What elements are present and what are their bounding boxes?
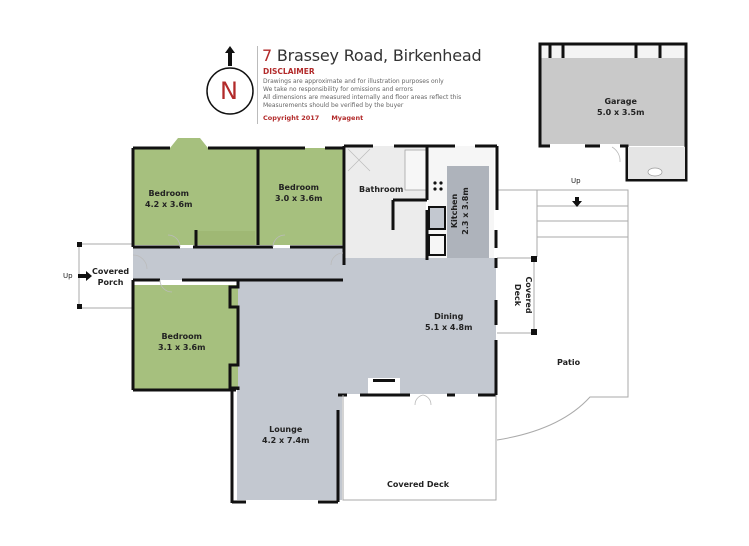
room-size: 5.1 x 4.8m: [425, 323, 473, 332]
room-name: Lounge: [269, 425, 303, 434]
room-name: Bedroom: [278, 183, 319, 192]
patio-label: Patio: [557, 357, 580, 368]
bathroom-area: [346, 146, 428, 258]
room-size: 4.2 x 7.4m: [262, 436, 310, 445]
room-name: Bathroom: [359, 185, 404, 194]
covered-deck-outline: [342, 395, 497, 501]
covered-deck-label: Covered Deck: [387, 479, 449, 490]
garage-plan: [538, 42, 688, 182]
bedroom1-label: Bedroom 4.2 x 3.6m: [145, 188, 192, 210]
patio-outline: [496, 189, 629, 441]
room-name: Dining: [434, 312, 464, 321]
door-swings: [132, 146, 621, 406]
room-name: Porch: [97, 278, 124, 287]
disclaimer-line: Measurements should be verified by the b…: [263, 102, 404, 109]
room-name: Garage: [604, 97, 637, 106]
bathroom-label: Bathroom: [359, 184, 403, 195]
room-size: 4.2 x 3.6m: [145, 200, 193, 209]
room-name: Covered Deck: [387, 480, 450, 489]
up-arrow-icon: [78, 271, 92, 281]
disclaimer-line: Drawings are approximate and for illustr…: [263, 78, 444, 85]
room-size: 2.3 x 3.8m: [461, 187, 470, 235]
room-name: Patio: [557, 358, 581, 367]
address-street: Brassey Road, Birkenhead: [271, 46, 482, 65]
covered-porch-label: Covered Porch: [92, 266, 129, 288]
covered-porch-outline: [77, 242, 132, 309]
room-name: Bedroom: [161, 332, 202, 341]
agent-name: Myagent: [331, 114, 364, 122]
room-name: Covered: [92, 267, 130, 276]
kitchen-label: Kitchen 2.3 x 3.8m: [449, 181, 471, 241]
property-address: 7 Brassey Road, Birkenhead: [262, 46, 482, 65]
copyright-line: Copyright 2017 Myagent: [263, 114, 375, 122]
room-size: 5.0 x 3.5m: [597, 108, 645, 117]
covered-deck-side-label: Covered Deck: [512, 270, 534, 320]
title-divider: [257, 46, 258, 124]
address-number: 7: [262, 46, 272, 65]
room-name: Bedroom: [148, 189, 189, 198]
disclaimer-line: All dimensions are measured internally a…: [263, 94, 462, 101]
north-compass-icon: [206, 46, 254, 115]
room-size: 3.0 x 3.6m: [275, 194, 323, 203]
kitchen-area: [428, 146, 494, 258]
bedrooms: [133, 138, 344, 390]
room-size: 3.1 x 3.6m: [158, 343, 206, 352]
lounge-label: Lounge 4.2 x 7.4m: [262, 424, 309, 446]
disclaimer-title: DISCLAIMER: [263, 67, 315, 76]
room-name: Kitchen: [450, 193, 459, 229]
copyright-text: Copyright 2017: [263, 114, 320, 122]
room-name: Deck: [513, 283, 522, 307]
bedroom2-label: Bedroom 3.0 x 3.6m: [275, 182, 322, 204]
disclaimer-line: We take no responsibility for omissions …: [263, 86, 413, 93]
dining-label: Dining 5.1 x 4.8m: [425, 311, 472, 333]
up-arrow-icon: [572, 197, 582, 207]
bedroom3-label: Bedroom 3.1 x 3.6m: [158, 331, 205, 353]
garage-label: Garage 5.0 x 3.5m: [597, 96, 644, 118]
walls: [131, 144, 499, 504]
steps-up-label: Up: [571, 177, 581, 185]
porch-up-label: Up: [63, 272, 73, 280]
room-name: Covered: [524, 276, 533, 314]
compass-north-letter: N: [220, 77, 238, 105]
